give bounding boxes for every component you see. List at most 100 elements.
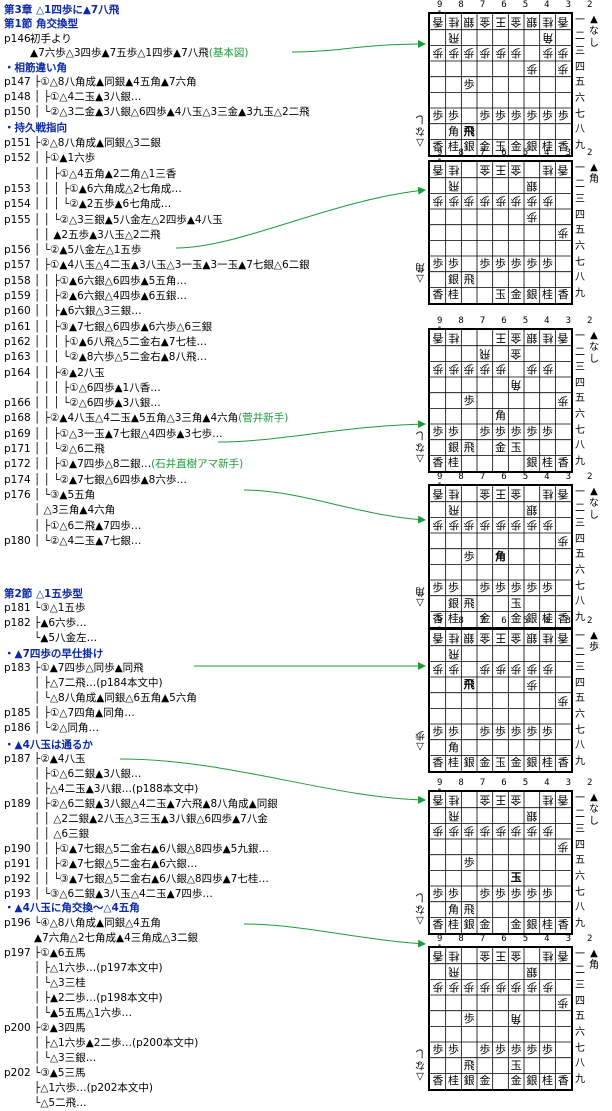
shogi-piece: 歩 bbox=[447, 1043, 459, 1057]
shogi-piece: 飛 bbox=[463, 596, 475, 610]
move-line: │ ├①△4二玉▲3八銀… bbox=[34, 91, 141, 103]
rank-label: 二 bbox=[575, 346, 585, 358]
rank-label: 九 bbox=[575, 139, 585, 151]
rank-label: 六 bbox=[575, 708, 585, 720]
shogi-piece: 歩 bbox=[447, 362, 459, 376]
page-ref: p169 bbox=[4, 427, 31, 440]
rank-label: 七 bbox=[575, 724, 585, 736]
rank-label: 一 bbox=[575, 163, 585, 174]
rank-label: 四 bbox=[575, 995, 585, 1007]
move-text: │ │ │ ├①△6四歩▲1八香… bbox=[34, 381, 161, 394]
page-ref: p154 bbox=[4, 198, 31, 211]
rank-label: 一 bbox=[575, 487, 585, 498]
shogi-piece: 香 bbox=[557, 612, 569, 626]
shogi-piece: 金 bbox=[479, 793, 491, 807]
shogi-piece: 金 bbox=[510, 918, 522, 932]
arrow-to-board-3 bbox=[217, 420, 426, 443]
shogi-piece: 歩 bbox=[526, 518, 538, 532]
shogi-piece: 歩 bbox=[510, 194, 522, 208]
move-line: │ ├①△6二銀▲3八銀… bbox=[34, 768, 141, 780]
rank-label: 四 bbox=[575, 209, 585, 221]
rank-label: 九 bbox=[575, 287, 585, 299]
move-text: ├②▲3四馬 bbox=[34, 1022, 86, 1034]
shogi-piece: 香 bbox=[557, 163, 569, 177]
shogi-piece: 飛 bbox=[447, 31, 459, 45]
shogi-piece: 歩 bbox=[542, 887, 554, 901]
shogi-piece: 桂 bbox=[447, 918, 459, 932]
shogi-piece: 歩 bbox=[542, 46, 554, 60]
base-moves: ▲7六歩△3四歩▲7五歩△1四歩▲7八飛(基本図) bbox=[30, 47, 248, 59]
move-line: │ └②△3二金▲3八銀△6四歩▲4八玉△3三金▲3九玉△2二飛 bbox=[34, 106, 310, 118]
shogi-piece: 歩 bbox=[447, 194, 459, 208]
rank-labels: 一二三四五六七八九 bbox=[574, 791, 586, 931]
shogi-piece: 王 bbox=[495, 163, 506, 177]
board-grid bbox=[430, 948, 571, 1089]
page-ref: p164 bbox=[4, 366, 31, 379]
move-line: │ │ ├③▲7七銀△6四歩▲6六歩△6三銀 bbox=[34, 321, 212, 333]
shogi-piece: 歩 bbox=[447, 257, 459, 271]
shogi-piece: 歩 bbox=[447, 518, 459, 532]
shogi-piece: 金 bbox=[510, 15, 522, 29]
move-text: │ ├△7二飛…(p184本文中) bbox=[34, 677, 163, 689]
shogi-piece: 歩 bbox=[557, 996, 569, 1010]
rank-label: 四 bbox=[575, 839, 585, 851]
page-ref: p190 bbox=[4, 843, 31, 855]
shogi-piece: 飛 bbox=[447, 809, 459, 823]
shogi-piece: 歩 bbox=[447, 725, 459, 739]
move-line: │ └②▲5八金左△1五歩 bbox=[34, 244, 141, 256]
shogi-piece: 歩 bbox=[526, 62, 538, 76]
shogi-piece: 桂 bbox=[447, 163, 459, 177]
move-line: ├②▲4八玉 bbox=[34, 753, 86, 765]
move-text: │ ├△1六歩▲2二歩…(p200本文中) bbox=[34, 1037, 199, 1049]
move-line: ├▲6六歩… bbox=[34, 617, 87, 629]
shogi-piece: 歩 bbox=[510, 725, 522, 739]
rank-label: 六 bbox=[575, 240, 585, 252]
shogi-piece: 桂 bbox=[447, 631, 459, 645]
shogi-piece: 金 bbox=[510, 288, 522, 302]
shogi-piece: 歩 bbox=[495, 887, 506, 901]
subheading: ・▲4八玉に角交換～△4五角 bbox=[4, 902, 140, 914]
shogi-piece: 香 bbox=[432, 288, 444, 302]
move-line: │ │ ├②▲6六銀△4四歩▲6五銀… bbox=[34, 290, 187, 302]
page-ref: p202 bbox=[4, 1067, 31, 1079]
shogi-piece: 香 bbox=[557, 949, 569, 963]
board-grid bbox=[430, 486, 571, 627]
rank-label: 三 bbox=[575, 980, 585, 992]
move-text: │ │ │ └②△6四歩▲3八銀… bbox=[34, 397, 161, 410]
shogi-piece: 歩 bbox=[526, 824, 538, 838]
shogi-piece: 歩 bbox=[432, 887, 444, 901]
shogi-piece: 歩 bbox=[542, 194, 554, 208]
move-text: └△5二飛… bbox=[34, 1097, 87, 1109]
shogi-piece: 歩 bbox=[510, 581, 522, 595]
shogi-piece: 玉 bbox=[495, 756, 506, 770]
shogi-piece: 歩 bbox=[479, 257, 491, 271]
rank-label: 七 bbox=[575, 886, 585, 898]
shogi-piece: 歩 bbox=[479, 725, 491, 739]
shogi-piece: 香 bbox=[557, 288, 569, 302]
shogi-piece: 歩 bbox=[510, 425, 522, 439]
shogi-piece: 歩 bbox=[463, 362, 475, 376]
shogi-piece: 銀 bbox=[526, 965, 538, 979]
shogi-piece: 桂 bbox=[447, 331, 459, 345]
shogi-piece: 歩 bbox=[542, 581, 554, 595]
shogi-piece: 歩 bbox=[510, 109, 522, 123]
shogi-piece: 玉 bbox=[510, 596, 522, 610]
shogi-piece: 桂 bbox=[447, 487, 459, 501]
shogi-piece: 角 bbox=[542, 31, 554, 45]
sente-hand: ▲なし bbox=[589, 792, 599, 827]
shogi-piece: 銀 bbox=[463, 1074, 475, 1088]
move-line: │ │ │ └②△6四歩▲3八銀… bbox=[34, 397, 161, 409]
gote-hand: △なし bbox=[415, 891, 425, 926]
shogi-piece: 歩 bbox=[495, 46, 506, 60]
shogi-piece: 金 bbox=[510, 793, 522, 807]
move-line: │ ├①△6二飛▲7四歩… bbox=[34, 520, 141, 532]
move-line: │ ├①▲1六歩 bbox=[34, 152, 95, 164]
shogi-piece: 歩 bbox=[526, 109, 538, 123]
rank-label: 八 bbox=[575, 596, 585, 608]
move-line: │ │ ├②▲7七銀△5二金右▲6六銀… bbox=[34, 858, 197, 870]
move-line: │ │ │ └②▲8六歩△5二金右▲8八飛… bbox=[34, 351, 207, 363]
move-text: │ └③△6二銀▲3八玉△4二玉▲7四歩… bbox=[34, 888, 213, 900]
shogi-piece: 金 bbox=[510, 949, 522, 963]
shogi-piece: 角 bbox=[447, 124, 459, 138]
move-text: │ │ ├①▲7七銀△5二金右▲6八銀△8四歩▲5九銀… bbox=[34, 843, 269, 855]
